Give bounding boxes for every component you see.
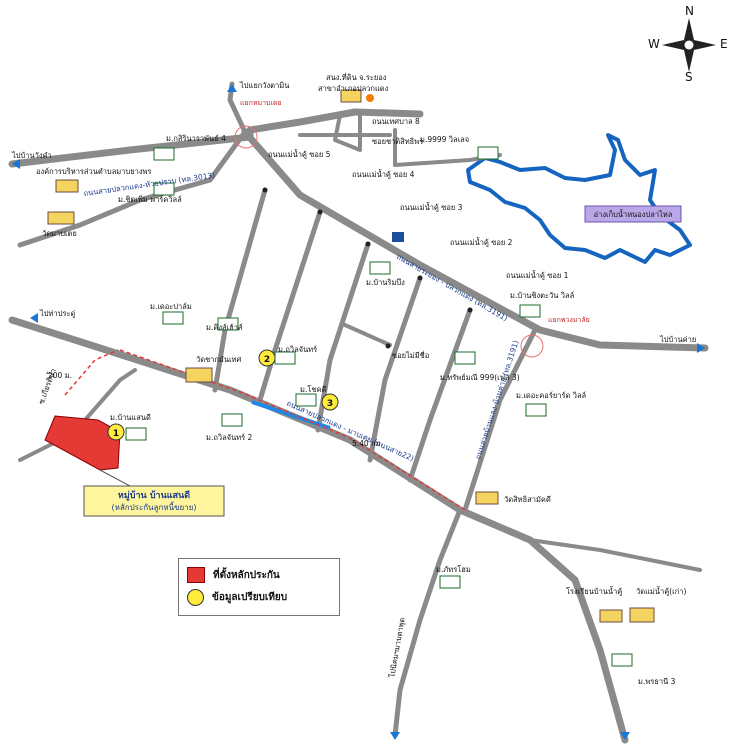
label-distance-200: 200 ม. (48, 371, 72, 380)
label-school-top: สนง.ที่ดิน จ.ระยอง (326, 72, 387, 82)
route-dashed-spur (64, 349, 119, 396)
label-soi-mai-mi-chue: ซอยไม่มีชื่อ (392, 350, 429, 360)
road-east-lower (528, 538, 702, 572)
legend-site-label: ที่ตั้งหลักประกัน (213, 569, 280, 581)
direction-arrows (12, 84, 705, 740)
compass-e: E (720, 37, 728, 51)
compass-icon (662, 18, 716, 72)
label-wat-mab-teui: วัดมาบเตย (42, 229, 77, 238)
label-road-tambon: ถนนสายบ้านแลง-บ้านค่าย (ทล.3191) (473, 339, 520, 461)
traffic-light-2-icon (520, 334, 544, 358)
label-m-banromyen: ม.บ้านริมบึง (366, 278, 405, 287)
subject-box-line2: (หลักประกันลูกหนี้ขยาย) (111, 501, 196, 513)
road-soi-mai-mi-chue (343, 323, 392, 347)
label-m-sabaithani: ม.ทรัพย์มณี 999(เฟส 3) (440, 373, 520, 382)
label-m-bansaendee: ม.บ้านแสนดี (110, 413, 151, 422)
label-soi2: ถนนแม่น้ำคู้ ซอย 2 (450, 237, 513, 247)
label-obt: องค์การบริหารส่วนตำบลมาบยางพร (36, 167, 151, 176)
road-soi4 (257, 209, 323, 403)
legend-row-site: ที่ตั้งหลักประกัน (187, 567, 280, 583)
road-soi3 (315, 241, 371, 433)
label-soi1: ถนนแม่น้ำคู้ ซอย 1 (506, 270, 569, 280)
road-main-lower (8, 316, 629, 744)
label-to-wang-kham: ไปบ้านวังคำ (11, 151, 52, 160)
road-soi1 (407, 307, 473, 483)
label-wat-bottom: วัดแม่น้ำคู้(เก่า) (636, 586, 686, 596)
marker-1: 1 (107, 423, 125, 441)
label-road-main-nongkla: ถนนสายระยอง - ปลวกแดง (ทล.3191) (395, 252, 509, 323)
traffic-light-1-icon (234, 125, 258, 149)
road-top-left (8, 108, 424, 168)
label-m-thecountry: ม.เดอะคอร์ยาร์ด วิลล์ (516, 391, 586, 400)
label-road-main-mabtaput: ถนนสายปลวกแดง - มาบเตย (ถนนสาย22) (285, 399, 415, 464)
road-diagonal-main (241, 128, 709, 352)
label-m-kingshouse: ม.คิงส์เฮ้าส์ (206, 323, 243, 332)
label-to-rong-hua: ไปแยกวังตามิน (239, 81, 289, 90)
label-traffic-light-1: แยกหมาบเตย (240, 99, 282, 107)
label-m-banchangphuek: ม.บ้านชิงตะวัน วิลล์ (510, 291, 574, 300)
house-icons (125, 146, 633, 667)
temple-icons (47, 89, 655, 623)
label-soi4: ถนนแม่น้ำคู้ ซอย 4 (352, 169, 415, 179)
subject-parcel (44, 415, 121, 471)
label-soi5: ถนนแม่น้ำคู้ ซอย 5 (268, 149, 331, 159)
label-school-bottom: โรงเรียนบ้านน้ำคู้ (566, 586, 622, 596)
label-to-pra-tu: ไปท่าประดู่ (39, 309, 76, 318)
reservoir-label-box (584, 205, 682, 223)
route-dashed (119, 349, 466, 511)
label-m-phatharahome: ม.ภัทรโฮม (436, 565, 471, 574)
compass-rose: N S W E (646, 4, 732, 86)
svg-text:2: 2 (264, 355, 270, 365)
svg-text:1: 1 (113, 429, 119, 439)
legend-row-compare: ข้อมูลเปรียบเทียบ (187, 589, 287, 606)
landmark-icon (392, 232, 404, 242)
label-m-pornthani3: ม.พรธานี 3 (638, 677, 676, 686)
legend-site-swatch (187, 567, 205, 583)
office-icon (366, 94, 374, 102)
subject-leader-line (99, 469, 131, 487)
label-m-worachan: ม.ถวิลจันทร์ (278, 345, 317, 354)
subject-box (83, 485, 225, 517)
label-traffic-light-2: แยกพวงมาลัย (548, 316, 590, 324)
road-down-left (392, 507, 463, 738)
svg-text:3: 3 (327, 399, 333, 409)
label-soi-thetsaban8: ถนนเทศบาล 8 (372, 117, 420, 126)
label-wat-khao-mai-rat: วัดชากมันเทศ (196, 355, 242, 364)
legend: ที่ตั้งหลักประกัน ข้อมูลเปรียบเทียบ (178, 558, 340, 616)
label-m-the-palm: ม.เดอะปาล์ม (150, 302, 192, 311)
label-school-top2: สาขาอำเภอปลวกแดง (318, 84, 389, 93)
subject-box-line1: หมู่บ้าน บ้านแสนดี (118, 490, 190, 501)
road-left-connector (17, 81, 248, 248)
label-soi3: ถนนแม่น้ำคู้ ซอย 3 (400, 202, 463, 212)
compass-s: S (685, 70, 693, 84)
label-m-worachan2: ม.ถวิลจันทร์ 2 (206, 433, 253, 442)
label-wat-sithisamakkhi: วัดสิทธิสามัคคี (504, 495, 551, 504)
marker-2: 2 (258, 349, 276, 367)
marker-3: 3 (321, 393, 339, 411)
compass-w: W (648, 37, 660, 51)
label-to-ban-khai: ไปบ้านค่าย (659, 335, 696, 344)
label-soi-korsithiphon: ซอยชาติสิทธิพร (372, 137, 423, 146)
legend-compare-swatch (187, 589, 204, 606)
label-distance-540: 5.40 กม. (352, 439, 383, 448)
label-m-9999: ม.9999 วิลเลจ (420, 135, 469, 144)
label-m-chokdee: ม.โชคดี (300, 385, 326, 394)
road-top-grid (298, 113, 502, 167)
road-soi2 (367, 275, 423, 463)
intersection-dots (262, 187, 473, 349)
reservoir-label: อ่างเก็บน้ำหนองปลาไหล (594, 209, 673, 219)
compass-n: N (685, 4, 694, 18)
label-m-chitpaiboon: ม.ชิตเพิ่ม พาร์ควิลล์ (118, 194, 182, 204)
legend-compare-label: ข้อมูลเปรียบเทียบ (212, 592, 288, 603)
label-m-kasirinat: ม.กสิรินาราพันธ์ 4 (166, 134, 226, 143)
